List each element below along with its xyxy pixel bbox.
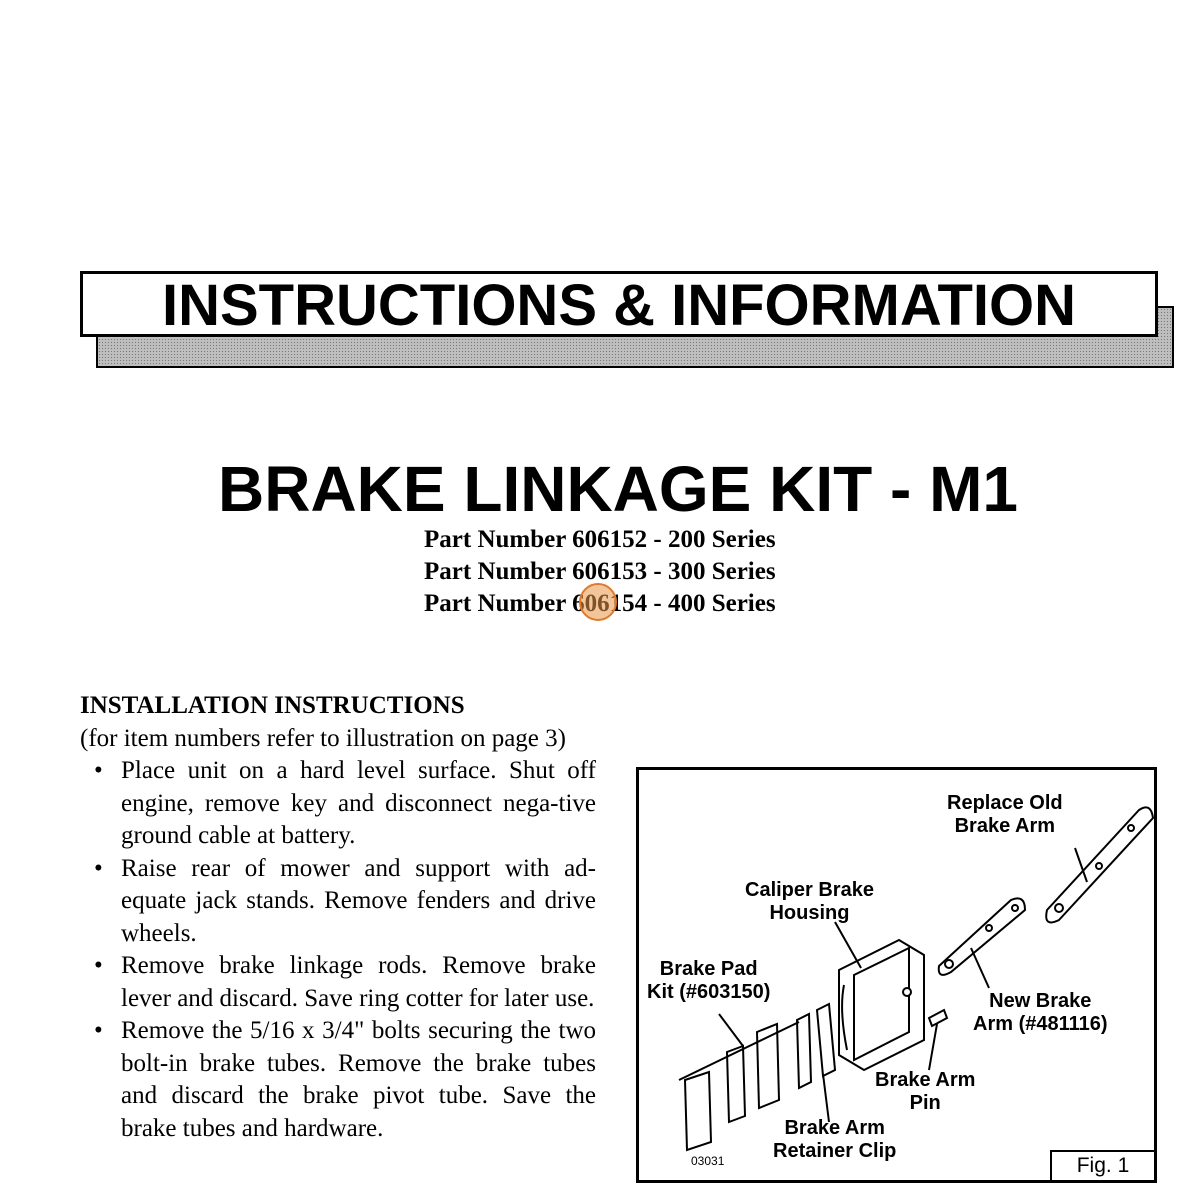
installation-heading: INSTALLATION INSTRUCTIONS	[80, 692, 465, 719]
part-number-list: Part Number 606152 - 200 Series Part Num…	[424, 524, 844, 620]
bullet-icon: •	[94, 952, 103, 979]
bullet-icon: •	[94, 1017, 103, 1044]
list-item: • Raise rear of mower and support with ad…	[80, 853, 596, 951]
banner-title: INSTRUCTIONS & INFORMATION	[162, 273, 1076, 338]
list-item: • Place unit on a hard level surface. Shu…	[80, 755, 596, 853]
part-number-line: Part Number 606152 - 200 Series	[424, 526, 776, 553]
new-brake-arm-shape	[937, 897, 1027, 976]
header-banner: INSTRUCTIONS & INFORMATION	[80, 271, 1158, 337]
part-number-line: Part Number 606153 - 300 Series	[424, 558, 776, 585]
installation-steps: • Place unit on a hard level surface. Shu…	[80, 755, 596, 1145]
figure-code: 03031	[691, 1154, 725, 1168]
step-text: Remove the 5/16 x 3/4" bolts securing th…	[121, 1017, 596, 1142]
document-title: BRAKE LINKAGE KIT - M1	[218, 453, 1018, 525]
list-item: • Remove the 5/16 x 3/4" bolts securing t…	[80, 1015, 596, 1145]
step-text: Place unit on a hard level surface. Shut…	[121, 757, 596, 849]
step-text: Remove brake linkage rods. Remove brake …	[121, 952, 596, 1012]
bullet-icon: •	[94, 854, 103, 882]
installation-note: (for item numbers refer to illustration …	[80, 724, 566, 752]
cursor-highlight	[579, 583, 617, 621]
part-number-line: Part Number 606154 - 400 Series	[424, 590, 776, 617]
bullet-icon: •	[94, 757, 103, 784]
list-item: • Remove brake linkage rods. Remove brake…	[80, 950, 596, 1015]
step-text: Raise rear of mower and support with ad-…	[121, 854, 596, 947]
brake-parts-drawing	[678, 806, 1154, 1152]
figure-number: Fig. 1	[1050, 1150, 1154, 1180]
installation-section: INSTALLATION INSTRUCTIONS (for item numb…	[80, 690, 596, 1145]
